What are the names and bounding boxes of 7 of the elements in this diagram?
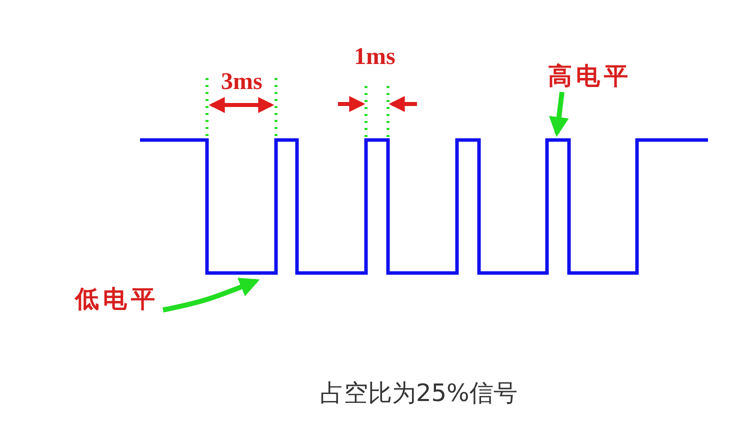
dimension-label: 1ms <box>354 43 396 71</box>
level-label: 低电平 <box>75 285 159 313</box>
leader-arrow <box>549 92 569 137</box>
leader-arrow <box>162 278 260 312</box>
caption: 占空比为25%信号 <box>320 378 518 408</box>
level-label: 高电平 <box>548 62 632 90</box>
dimension-label: 3ms <box>221 68 262 96</box>
